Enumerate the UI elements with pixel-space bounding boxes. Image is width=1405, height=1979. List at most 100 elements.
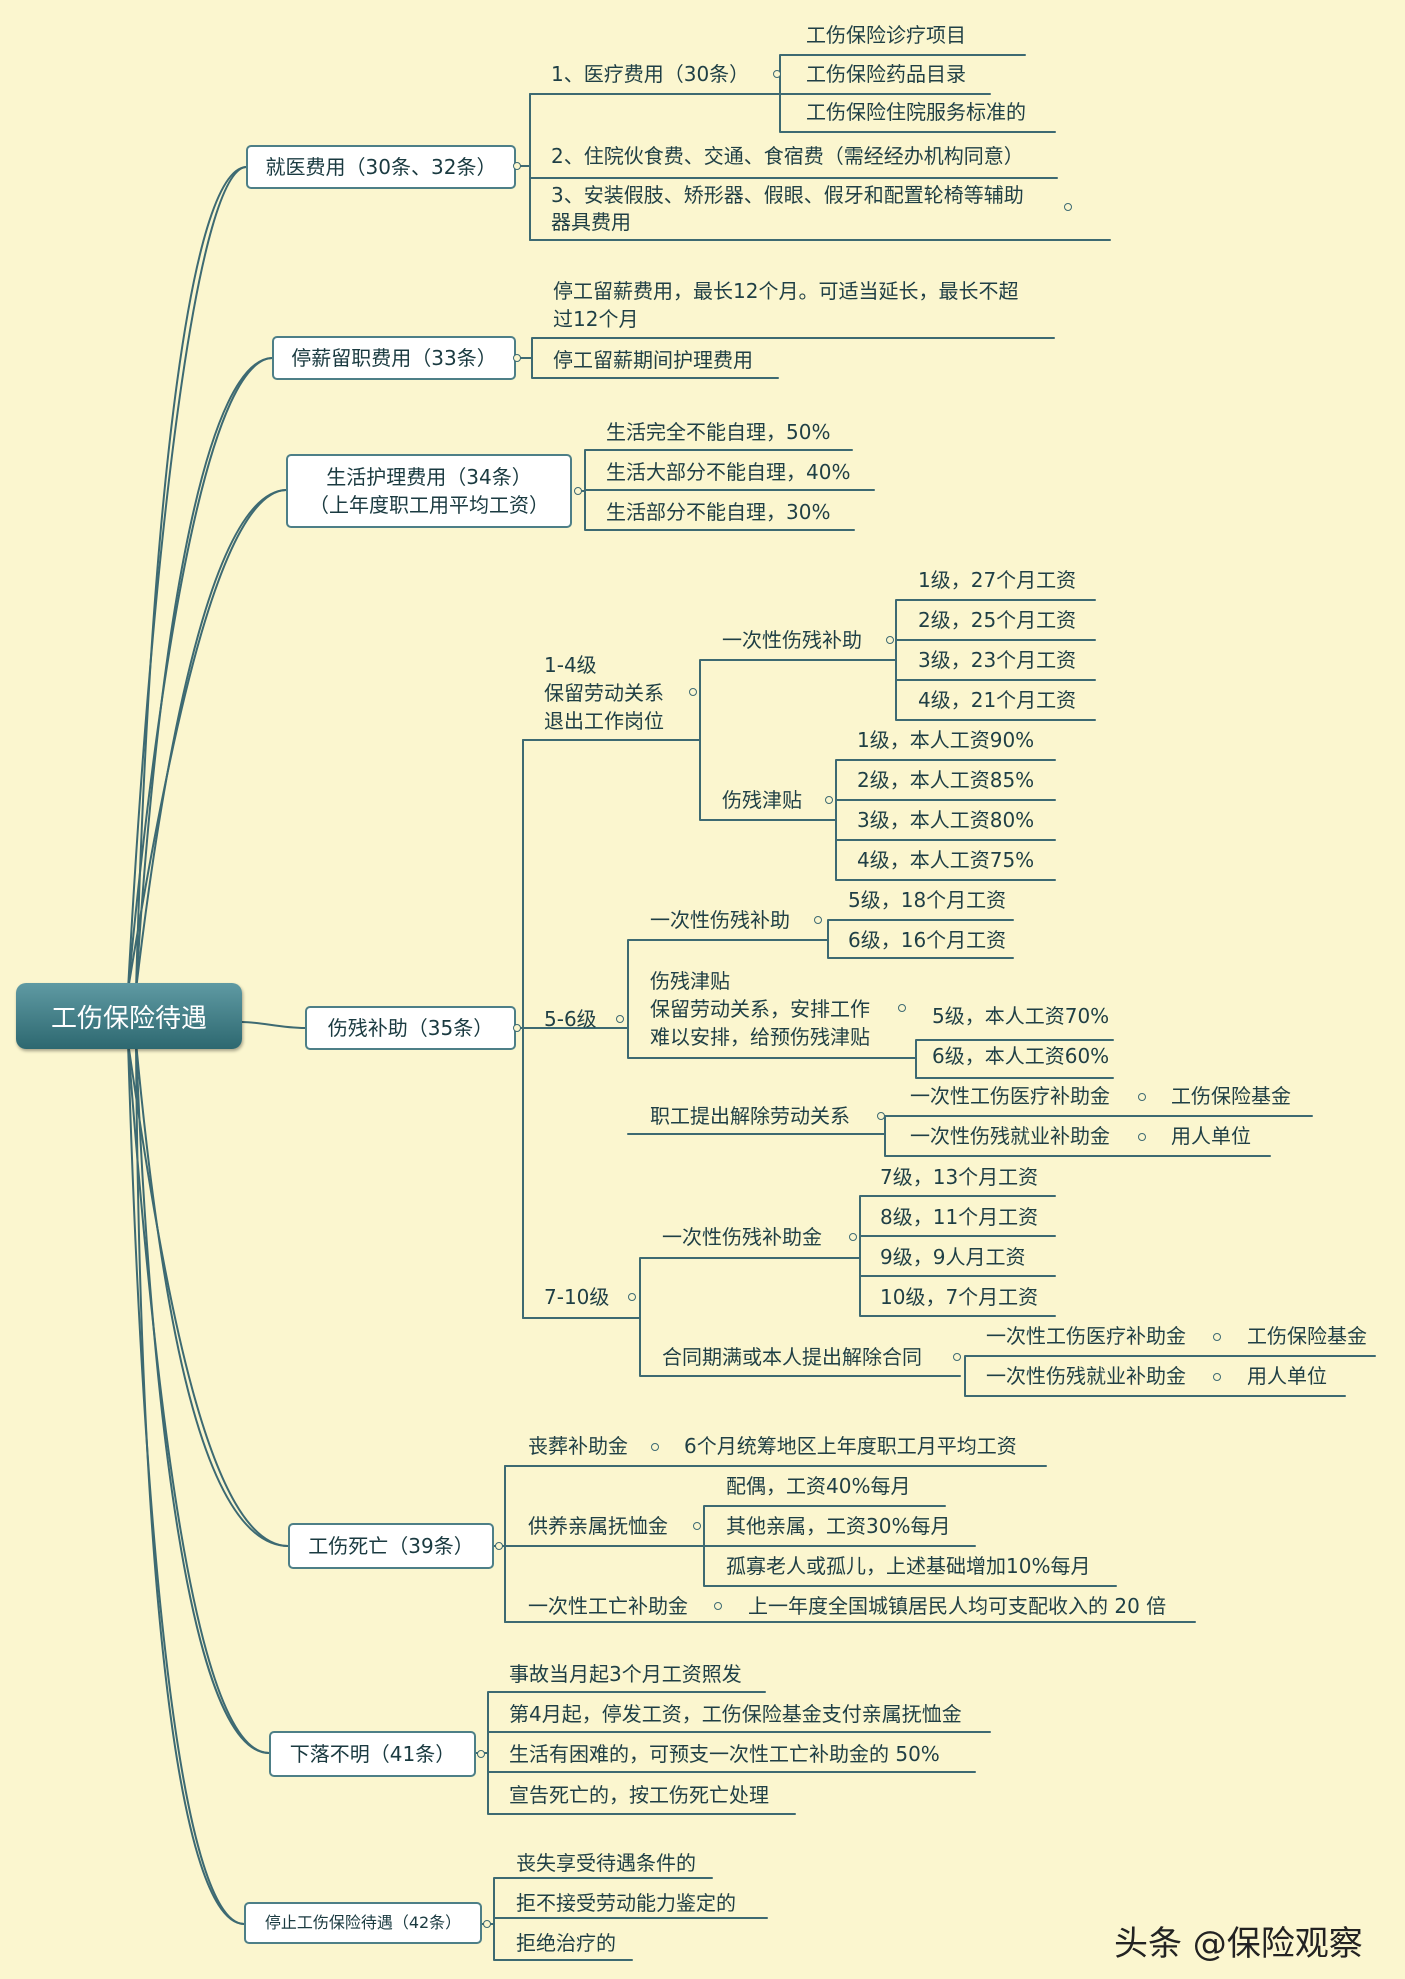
leaf-node: 生活有困难的，可预支一次性工亡补助金的 50% [509,1742,940,1766]
branch-collapse-dot[interactable] [483,1920,491,1928]
subnode-dot[interactable] [714,1602,722,1610]
branch-salary-retention[interactable]: 停薪留职费用（33条） [272,336,516,380]
leaf-dot[interactable] [1138,1133,1146,1141]
medical-cost-dot[interactable] [773,70,781,78]
leaf-node: 丧失享受待遇条件的 [516,1851,696,1875]
leaf-node: 10级，7个月工资 [880,1285,1039,1309]
branch-collapse-dot[interactable] [513,162,521,170]
grade-5-6-node[interactable]: 5-6级 [544,1007,597,1031]
leaf-node: 工伤保险基金 [1247,1324,1367,1348]
branch-collapse-dot[interactable] [477,1750,485,1758]
leaf-node: 其他亲属，工资30%每月 [726,1514,951,1538]
leaf-node: 6级，16个月工资 [848,928,1007,952]
leaf-node: 7级，13个月工资 [880,1165,1039,1189]
branch-collapse-dot[interactable] [495,1542,503,1550]
subnode-dot[interactable] [651,1443,659,1451]
leaf-node: 8级，11个月工资 [880,1205,1039,1229]
leaf-node: 用人单位 [1247,1364,1327,1388]
branch-collapse-dot[interactable] [513,1024,521,1032]
leaf-node: 停工留薪费用，最长12个月。可适当延长，最长不超 [553,279,1019,303]
root-node[interactable]: 工伤保险待遇 [16,983,242,1049]
grade-dot[interactable] [628,1293,636,1301]
leaf-node: 工伤保险住院服务标准的 [806,100,1026,124]
leaf-node: 6级，本人工资60% [932,1044,1110,1068]
leaf-node: 过12个月 [553,307,639,331]
subnode[interactable]: 职工提出解除劳动关系 [650,1104,850,1128]
leaf-node: 3级，本人工资80% [857,808,1035,832]
subnode[interactable]: 伤残津贴 [650,969,730,993]
leaf-node: 一次性工伤医疗补助金 [986,1324,1186,1348]
leaf-node: 事故当月起3个月工资照发 [509,1662,742,1686]
leaf-node: 拒不接受劳动能力鉴定的 [516,1891,736,1915]
leaf-dot[interactable] [1213,1373,1221,1381]
leaf-node: 4级，本人工资75% [857,848,1035,872]
leaf-node: 3级，23个月工资 [918,648,1077,672]
leaf-node: 上一年度全国城镇居民人均可支配收入的 20 倍 [748,1594,1167,1618]
leaf-node: 一次性伤残就业补助金 [910,1124,1110,1148]
branch-nursing-fees[interactable]: 生活护理费用（34条） （上年度职工用平均工资） [286,454,572,528]
leaf-node: 孤寡老人或孤儿，上述基础增加10%每月 [726,1554,1091,1578]
grade-1-4-node: 退出工作岗位 [544,709,664,733]
branch-collapse-dot[interactable] [574,487,582,495]
leaf-node: 2、住院伙食费、交通、食宿费（需经经办机构同意） [551,144,1024,168]
leaf-node: 3、安装假肢、矫形器、假眼、假牙和配置轮椅等辅助 [551,183,1024,207]
leaf-node: 工伤保险基金 [1171,1084,1291,1108]
branch-collapse-dot[interactable] [513,354,521,362]
leaf-node: 宣告死亡的，按工伤死亡处理 [509,1783,769,1807]
nursing-label-line2: （上年度职工用平均工资） [309,493,549,517]
grade-1-4-node: 保留劳动关系 [544,681,664,705]
leaf-node: 第4月起，停发工资，工伤保险基金支付亲属抚恤金 [509,1702,962,1726]
leaf-node: 5级，本人工资70% [932,1004,1110,1028]
subnode[interactable]: 丧葬补助金 [528,1434,628,1458]
leaf-node: 5级，18个月工资 [848,888,1007,912]
leaf-node: 一次性伤残就业补助金 [986,1364,1186,1388]
leaf-node: 工伤保险药品目录 [806,62,966,86]
leaf-node: 2级，25个月工资 [918,608,1077,632]
watermark: 头条 @保险观察 [1114,1924,1363,1964]
leaf-node: 工伤保险诊疗项目 [806,23,966,47]
subnode-dot[interactable] [877,1112,885,1120]
medical-cost-node[interactable]: 1、医疗费用（30条） [551,62,750,86]
leaf-node: 1级，本人工资90% [857,728,1035,752]
grade-7-10-node[interactable]: 7-10级 [544,1285,610,1309]
leaf-node: 一次性工伤医疗补助金 [910,1084,1110,1108]
subnode[interactable]: 一次性工亡补助金 [528,1594,688,1618]
subnode-dot[interactable] [825,796,833,804]
subnode-dot[interactable] [849,1233,857,1241]
branch-disability[interactable]: 伤残补助（35条） [305,1006,516,1050]
nursing-label-line1: 生活护理费用（34条） [326,465,532,489]
branch-work-death[interactable]: 工伤死亡（39条） [288,1523,494,1569]
leaf-node: 用人单位 [1171,1124,1251,1148]
subnode[interactable]: 一次性伤残补助金 [662,1225,822,1249]
leaf-dot[interactable] [1213,1333,1221,1341]
subnode[interactable]: 伤残津贴 [722,788,802,812]
leaf-node: 1级，27个月工资 [918,568,1077,592]
branch-missing[interactable]: 下落不明（41条） [269,1731,476,1777]
leaf-dot[interactable] [1138,1093,1146,1101]
leaf-node: 停工留薪期间护理费用 [553,348,753,372]
leaf-node: 6个月统筹地区上年度职工月平均工资 [684,1434,1017,1458]
subnode-dot[interactable] [886,636,894,644]
subnode-dot[interactable] [693,1522,701,1530]
subnode[interactable]: 一次性伤残补助 [722,628,862,652]
grade-1-4-node[interactable]: 1-4级 [544,653,597,677]
leaf-node: 9级，9人月工资 [880,1245,1026,1269]
subnode[interactable]: 供养亲属抚恤金 [528,1514,668,1538]
grade-dot[interactable] [616,1015,624,1023]
subnode-dot[interactable] [814,916,822,924]
subnode-dot[interactable] [898,1004,906,1012]
grade-dot[interactable] [689,688,697,696]
leaf-node: 4级，21个月工资 [918,688,1077,712]
subnode[interactable]: 一次性伤残补助 [650,908,790,932]
leaf-node: 生活完全不能自理，50% [606,420,831,444]
leaf-node: 生活部分不能自理，30% [606,500,831,524]
leaf-dot[interactable] [1064,203,1072,211]
branch-stop-benefits[interactable]: 停止工伤保险待遇（42条） [244,1902,482,1944]
subnode[interactable]: 合同期满或本人提出解除合同 [662,1345,922,1369]
subnode-dot[interactable] [953,1353,961,1361]
leaf-node: 拒绝治疗的 [516,1931,616,1955]
leaf-node: 器具费用 [551,210,631,234]
branch-medical-fees[interactable]: 就医费用（30条、32条） [246,145,516,189]
subnode: 难以安排，给预伤残津贴 [650,1025,870,1049]
